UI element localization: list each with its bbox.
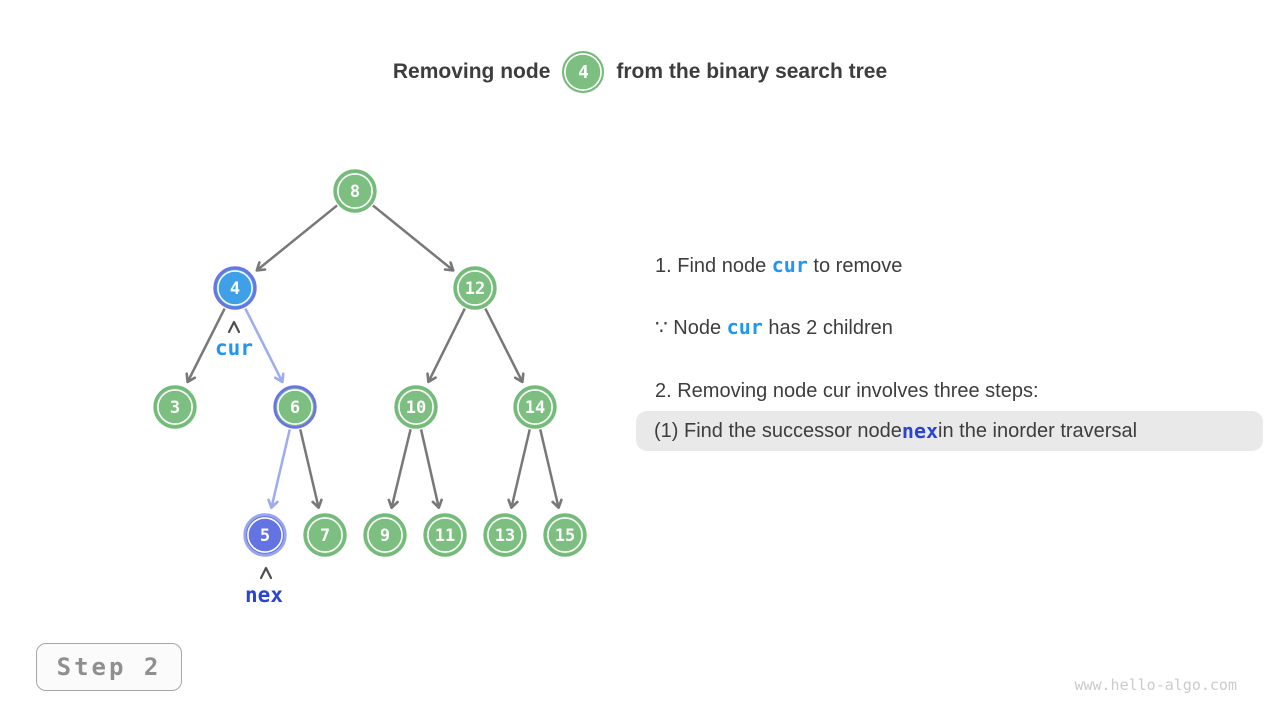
tree-node-value: 3: [170, 398, 180, 418]
tree-node-8: 8: [333, 169, 377, 213]
tree-node-3: 3: [153, 385, 197, 429]
token-nex: nex: [901, 419, 939, 443]
pointer-nex: nex: [245, 566, 283, 607]
tree-node-4: 4: [213, 266, 257, 310]
tree-node-value: 7: [320, 526, 330, 546]
pointer-label-cur: cur: [215, 336, 253, 360]
tree-node-13: 13: [483, 513, 527, 557]
title-node-circle: 4: [562, 51, 605, 93]
tree-edge-10-11: [419, 429, 443, 509]
note-line: 2. Removing node cur involves three step…: [655, 380, 1039, 403]
note-text: (1) Find the successor node: [654, 419, 902, 442]
tree-node-5: 5: [243, 513, 287, 557]
tree-node-15: 15: [543, 513, 587, 557]
watermark-url: www.hello-algo.com: [1074, 676, 1237, 694]
tree-edge-6-7: [299, 429, 323, 510]
tree-node-11: 11: [423, 513, 467, 557]
tree-node-10: 10: [394, 385, 438, 429]
note-text: ∵ Node: [655, 317, 727, 339]
note-text: to remove: [807, 255, 903, 277]
tree-node-value: 10: [406, 398, 426, 418]
tree-node-value: 11: [435, 526, 455, 546]
tree-edge-4-6: [244, 307, 285, 384]
tree-edge-14-13: [507, 429, 531, 510]
pointer-cur: cur: [215, 320, 253, 360]
tree-node-value: 9: [380, 526, 390, 546]
tree-node-value: 15: [555, 526, 575, 546]
note-line: 1. Find node cur to remove: [655, 253, 902, 278]
tree-node-value: 13: [495, 526, 515, 546]
figure-title: Removing node 4 from the binary search t…: [0, 51, 1280, 93]
tree-node-value: 5: [260, 526, 270, 546]
tree-edge-8-12: [372, 204, 455, 272]
note-text: 2. Removing node cur involves three step…: [655, 380, 1039, 402]
note-text: in the inorder traversal: [938, 419, 1138, 442]
tree-edge-4-3: [185, 307, 226, 384]
tree-node-value: 8: [350, 182, 360, 202]
step-badge-label: Step 2: [56, 653, 162, 681]
token-cur: cur: [771, 253, 808, 277]
tree-edge-12-14: [484, 307, 525, 384]
note-text: 1. Find node: [655, 255, 772, 277]
tree-edge-14-15: [539, 429, 563, 510]
tree-node-7: 7: [303, 513, 347, 557]
tree-edge-8-4: [255, 204, 338, 272]
token-cur: cur: [726, 315, 763, 339]
tree-node-value: 12: [465, 279, 485, 299]
title-prefix: Removing node: [392, 60, 551, 83]
tree-node-6: 6: [273, 385, 317, 429]
pointer-label-nex: nex: [245, 583, 283, 607]
title-suffix: from the binary search tree: [616, 60, 888, 83]
tree-node-9: 9: [363, 513, 407, 557]
note-line: ∵ Node cur has 2 children: [655, 315, 893, 340]
step-badge: Step 2: [36, 643, 182, 691]
tree-node-14: 14: [513, 385, 557, 429]
note-text: has 2 children: [762, 317, 893, 339]
title-node-value: 4: [577, 61, 589, 83]
tree-edge-6-5: [267, 429, 291, 510]
tree-edge-12-10: [426, 308, 466, 384]
tree-node-value: 14: [525, 398, 545, 418]
tree-node-value: 6: [290, 398, 300, 418]
note-line-highlighted: (1) Find the successor node nex in the i…: [636, 411, 1263, 451]
tree-edge-10-9: [387, 429, 412, 510]
tree-node-value: 4: [230, 279, 240, 299]
pointer-caret-icon: [259, 566, 273, 580]
tree-node-12: 12: [453, 266, 497, 310]
pointer-caret-icon: [227, 320, 241, 334]
